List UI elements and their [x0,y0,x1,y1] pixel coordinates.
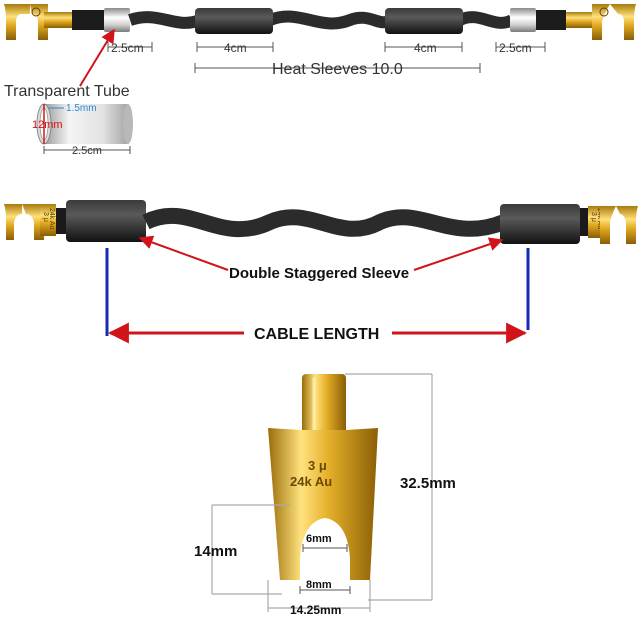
spade-dimensions [211,373,433,612]
tube-length-label: 2.5cm [72,145,102,157]
big-spade [268,374,378,580]
top-right-spade [536,4,636,40]
top-left-spade [4,4,104,40]
tube-pointer-arrow [79,28,115,87]
heat-sleeves-label: Heat Sleeves 10.0 [272,61,403,78]
double-sleeve-arrow-left [138,235,229,271]
small-mark-right-1: 3 μ [590,212,597,222]
spade-width-label: 14.25mm [290,603,341,616]
middle-cable: 3 μ 24k Au 3 μ 24k Au [4,200,638,244]
tube-diameter-label: 12mm [32,119,63,131]
heat-sleeve-right-label: 4cm [414,41,437,55]
double-sleeve-arrow-right [413,237,504,271]
top-heat-sleeve-right [385,8,463,34]
top-left-silver-sleeve [104,8,130,32]
spade-height-label: 32.5mm [400,475,456,492]
small-mark-left-2: 24k Au [48,208,55,230]
right-sleeve-length-label: 2.5cm [499,41,532,55]
middle-sleeve-left [66,200,146,242]
middle-left-spade: 3 μ 24k Au [4,204,56,240]
fork-depth-label: 14mm [194,543,237,560]
middle-sleeve-right [500,204,580,244]
top-dimensions [107,42,546,73]
spade-mark-1: 3 μ [308,458,327,473]
small-mark-left-1: 3 μ [42,212,49,222]
top-cable [4,4,636,40]
slot-top-label: 6mm [306,533,332,545]
cable-length-label: CABLE LENGTH [254,326,379,343]
transparent-tube [36,103,133,145]
tube-title: Transparent Tube [4,83,130,100]
double-sleeve-label: Double Staggered Sleeve [229,265,409,282]
middle-right-spade: 3 μ 24k Au [580,206,638,244]
left-sleeve-length-label: 2.5cm [111,41,144,55]
tube-wall-label: 1.5mm [66,103,97,114]
top-heat-sleeve-left [195,8,273,34]
heat-sleeve-left-label: 4cm [224,41,247,55]
spade-mark-2: 24k Au [290,474,332,489]
slot-bottom-label: 8mm [306,579,332,591]
middle-twisted-cable [142,207,508,238]
top-right-silver-sleeve [510,8,536,32]
small-mark-right-2: 24k Au [596,208,603,230]
